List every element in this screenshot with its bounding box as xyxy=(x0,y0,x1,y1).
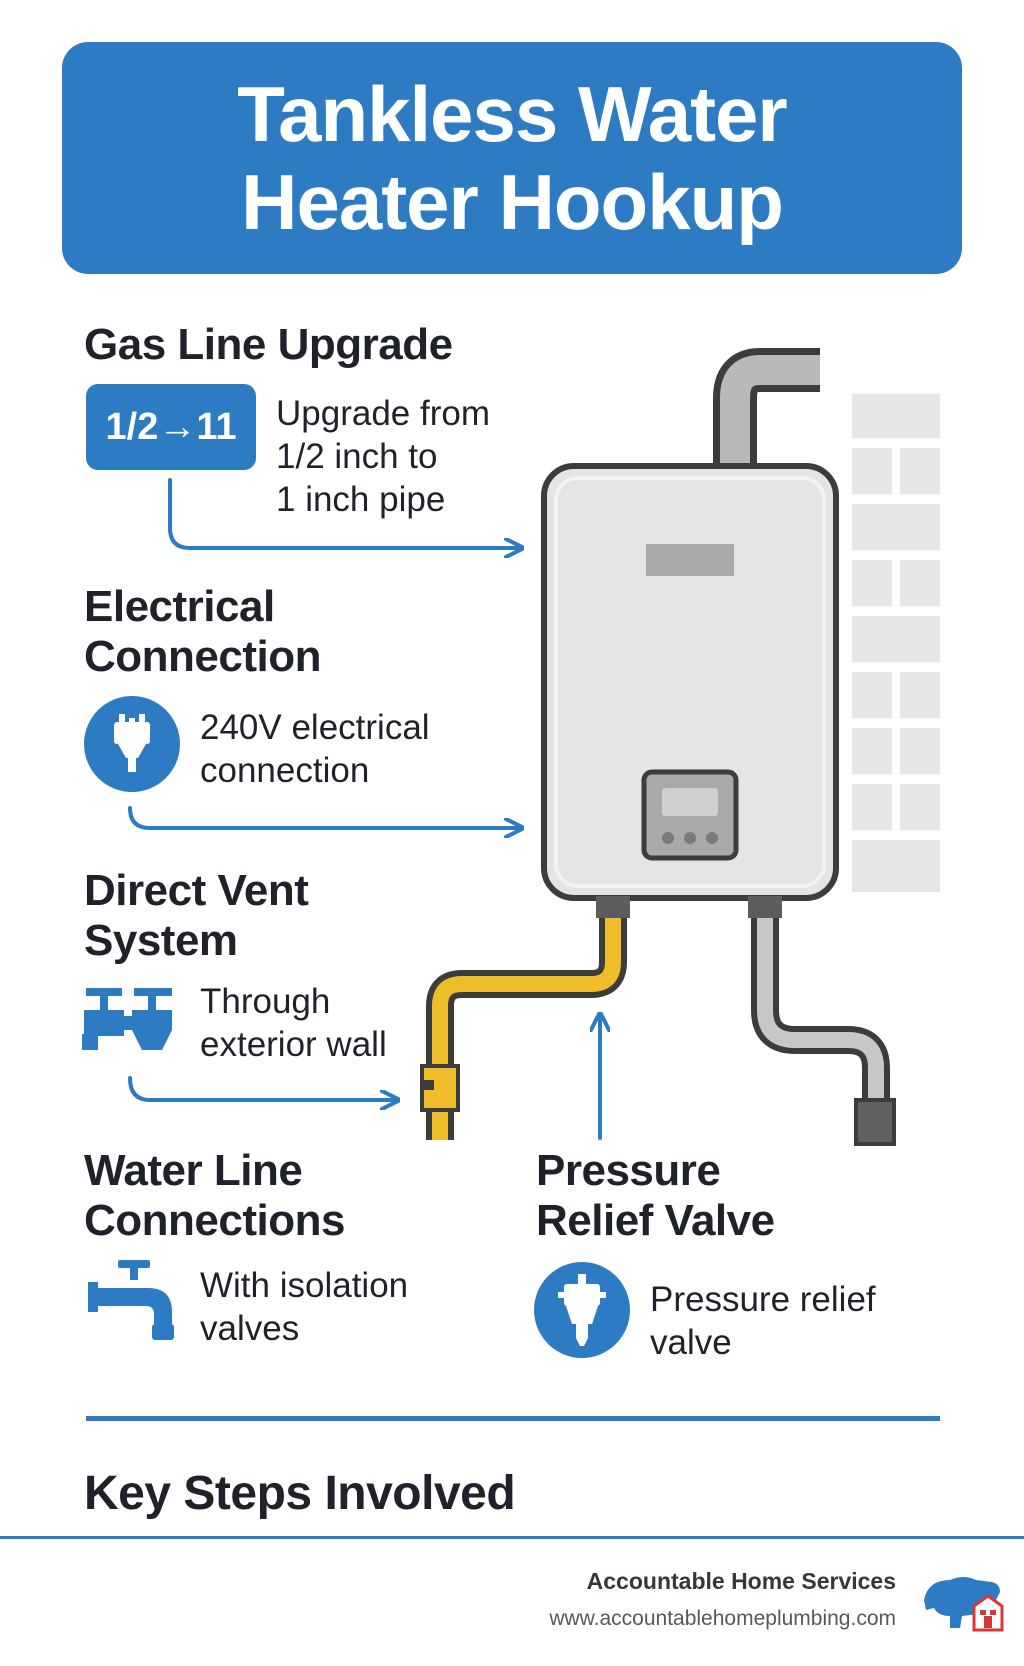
valves-icon xyxy=(82,986,178,1056)
electrical-heading: Electrical Connection xyxy=(84,582,321,681)
connector-arrows xyxy=(128,478,600,1140)
relief-valve-icon xyxy=(534,1262,630,1358)
water-pipe xyxy=(751,918,896,1146)
faucet-icon xyxy=(88,1258,180,1342)
bison-logo-icon xyxy=(920,1570,1004,1634)
brand-name: Accountable Home Services xyxy=(586,1568,896,1594)
gas-line-heading: Gas Line Upgrade xyxy=(84,320,453,369)
plug-icon xyxy=(84,696,180,792)
water-line-description: With isolation valves xyxy=(200,1266,409,1348)
water-line-heading: Water Line Connections xyxy=(84,1146,345,1245)
pressure-relief-heading: Pressure Relief Valve xyxy=(536,1146,775,1245)
electrical-description: 240V electrical connection xyxy=(200,708,430,790)
heater-unit xyxy=(541,463,839,918)
direct-vent-description: Through exterior wall xyxy=(200,982,387,1064)
gas-pipe xyxy=(420,918,627,1140)
footer-divider xyxy=(0,1536,1024,1539)
website-link[interactable]: www.accountablehomeplumbing.com xyxy=(549,1607,896,1630)
section-title: Key Steps Involved xyxy=(84,1467,516,1520)
section-divider xyxy=(86,1416,940,1421)
pressure-relief-description: Pressure relief valve xyxy=(650,1280,876,1362)
direct-vent-heading: Direct Vent System xyxy=(84,866,309,965)
pipe-size-badge: 1/2→11 xyxy=(86,384,256,470)
brick-wall xyxy=(848,390,944,896)
gas-line-description: Upgrade from 1/2 inch to 1 inch pipe xyxy=(276,394,490,519)
